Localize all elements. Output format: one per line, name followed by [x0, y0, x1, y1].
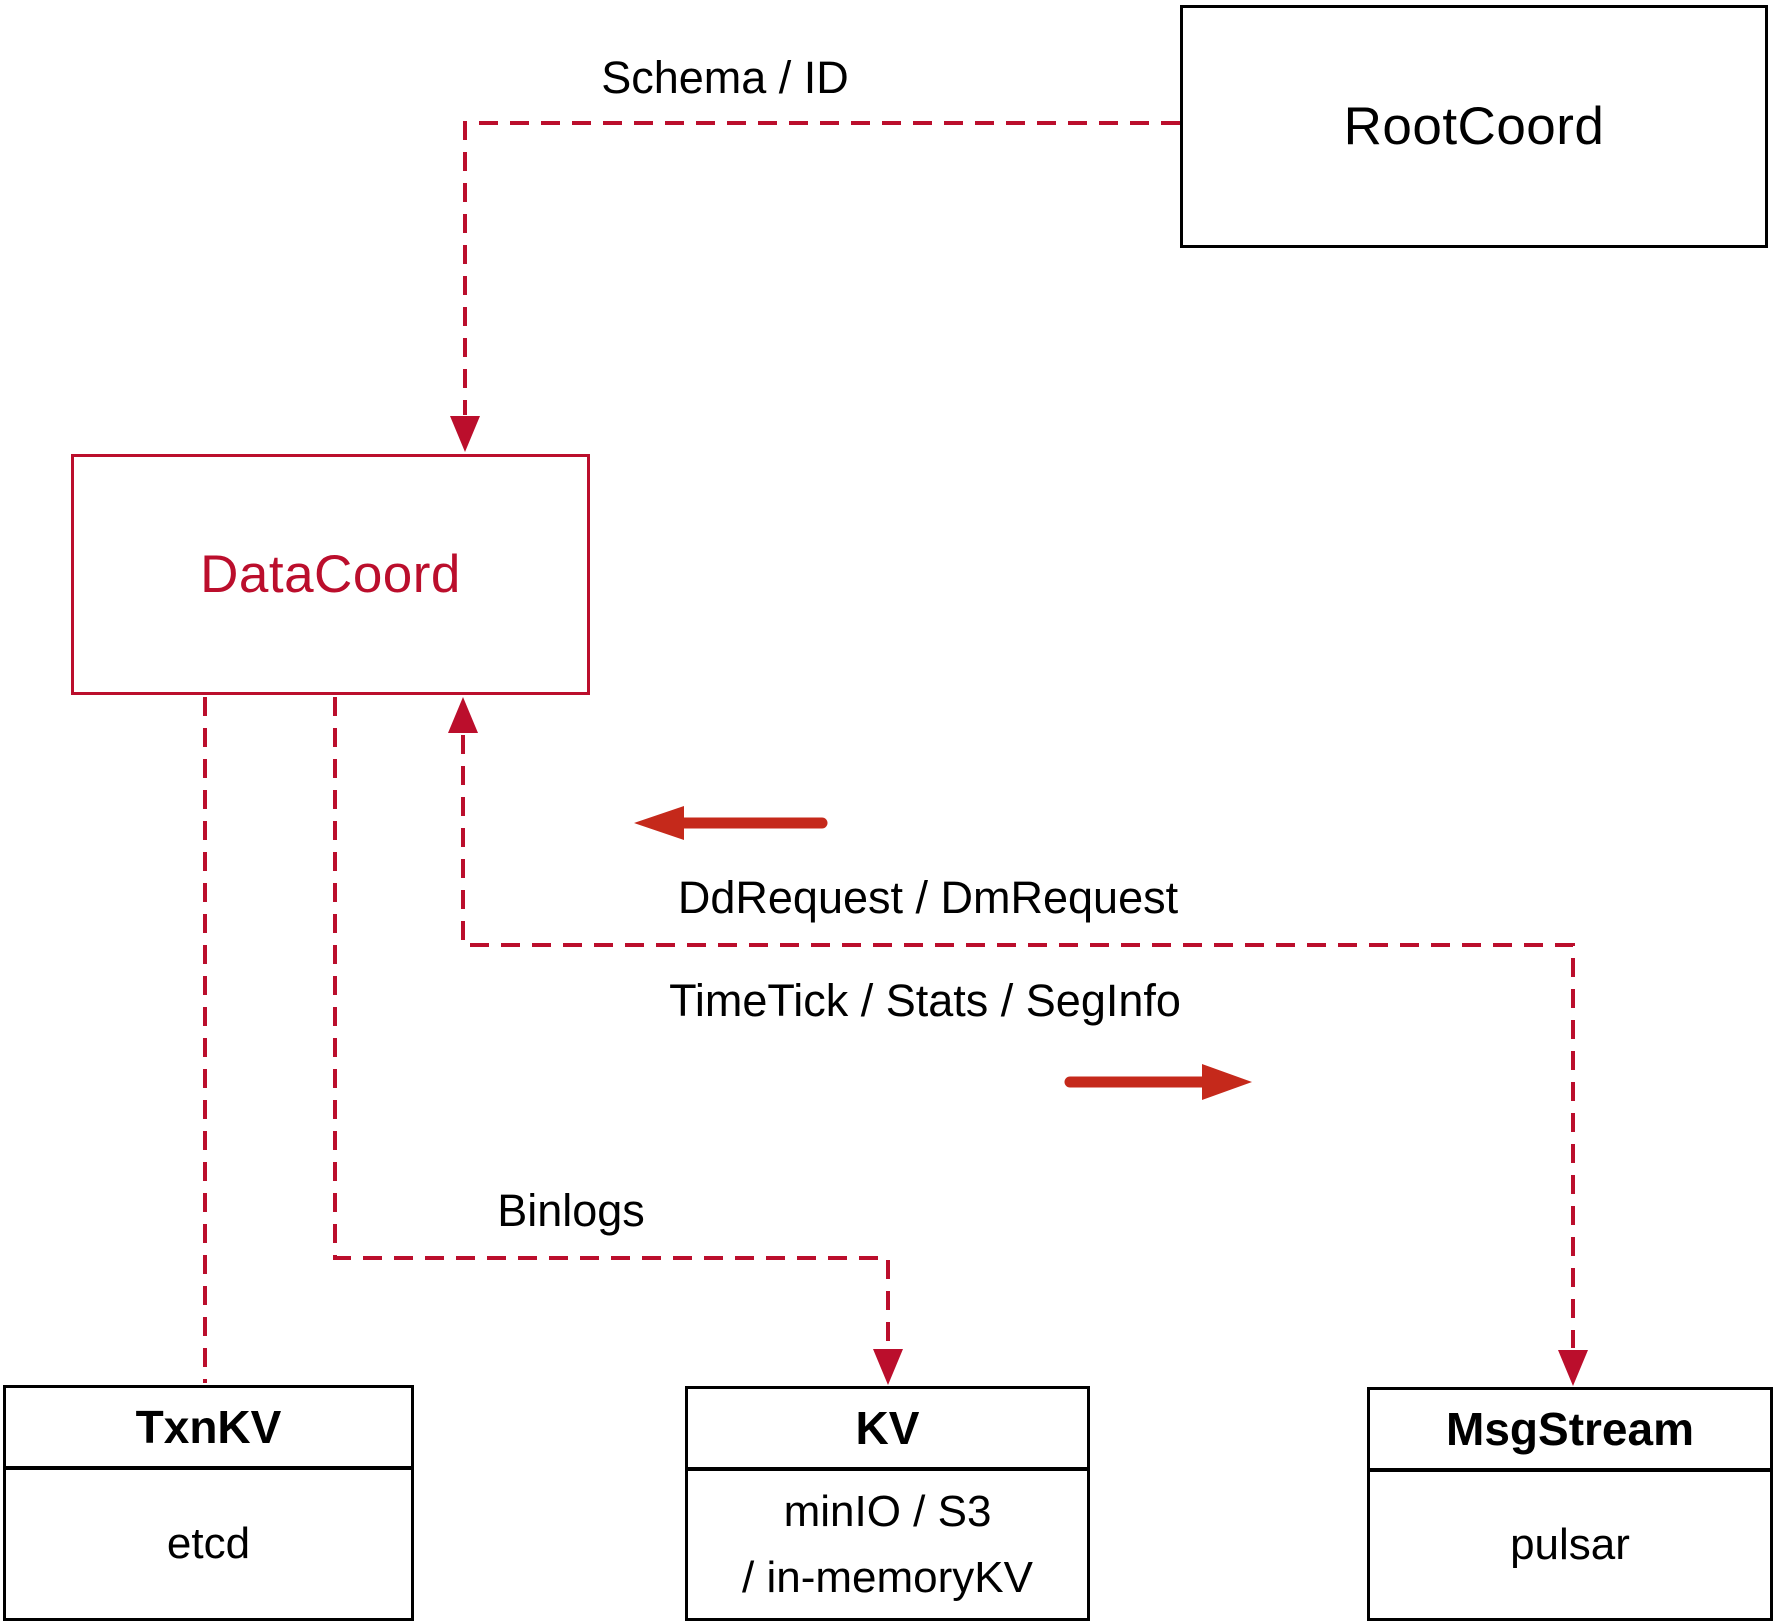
edge-msgstream-line — [461, 735, 1575, 1348]
flow-arrow-left — [634, 806, 828, 840]
edge-label-schema-id: Schema / ID — [601, 52, 849, 103]
edge-binlogs-line — [333, 697, 890, 1348]
node-msgstream-header: MsgStream — [1370, 1390, 1770, 1472]
flow-arrow-right — [1064, 1064, 1252, 1100]
arrowhead-down-datacoord — [450, 416, 480, 452]
node-datacoord: DataCoord — [71, 454, 590, 695]
node-kv-body: minIO / S3 / in-memoryKV — [688, 1471, 1087, 1618]
node-kv: KV minIO / S3 / in-memoryKV — [685, 1386, 1090, 1621]
edge-label-timetick: TimeTick / Stats / SegInfo — [669, 975, 1181, 1026]
node-rootcoord-title: RootCoord — [1343, 97, 1605, 156]
edge-label-ddrequest: DdRequest / DmRequest — [677, 872, 1179, 923]
node-kv-body-line1: minIO / S3 — [783, 1486, 992, 1536]
edge-schema-id-line — [463, 121, 1180, 415]
node-txnkv: TxnKV etcd — [3, 1385, 414, 1621]
node-rootcoord: RootCoord — [1180, 5, 1768, 248]
arrowhead-up-datacoord — [448, 697, 478, 733]
node-msgstream: MsgStream pulsar — [1367, 1387, 1773, 1621]
edge-label-binlogs: Binlogs — [497, 1185, 645, 1236]
arrowhead-down-kv — [873, 1349, 903, 1385]
node-msgstream-body: pulsar — [1510, 1520, 1630, 1569]
node-datacoord-title: DataCoord — [200, 545, 461, 604]
arrowhead-down-msgstream — [1558, 1350, 1588, 1386]
node-txnkv-body: etcd — [166, 1519, 251, 1568]
node-txnkv-header: TxnKV — [6, 1388, 411, 1470]
node-kv-body-line2: / in-memoryKV — [742, 1552, 1033, 1602]
node-kv-header: KV — [688, 1389, 1087, 1471]
